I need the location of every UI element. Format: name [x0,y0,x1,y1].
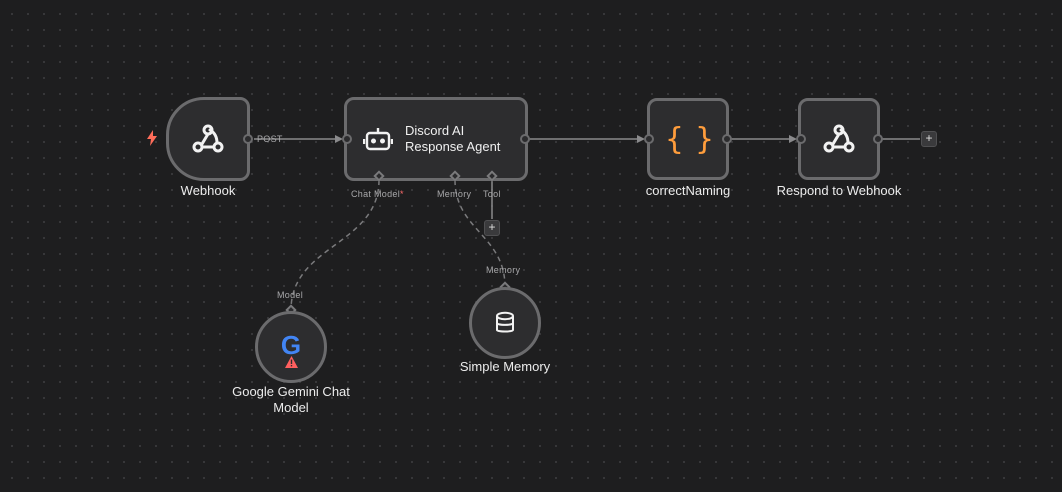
webhook-output-label: POST [257,134,283,144]
code-braces-icon: { } [665,121,713,157]
agent-title-line1: Discord AI [405,123,465,138]
correct-naming-output-port[interactable] [722,134,732,144]
agent-output-port[interactable] [520,134,530,144]
agent-chat-model-label: Chat Model* [351,189,404,199]
robot-icon [363,126,393,152]
webhook-icon [822,122,856,156]
correct-naming-node[interactable]: { } [647,98,729,180]
gemini-label: Google Gemini Chat Model [232,384,350,415]
respond-to-webhook-node[interactable] [798,98,880,180]
add-node-button[interactable]: + [921,131,937,147]
add-tool-button[interactable]: + [484,220,500,236]
respond-label: Respond to Webhook [776,183,902,198]
agent-title-line2: Response Agent [405,139,501,154]
edge-gemini-chatmodel [290,179,380,311]
respond-output-port[interactable] [873,134,883,144]
simple-memory-node[interactable] [469,287,541,359]
agent-tool-label: Tool [483,189,501,199]
correct-naming-label: correctNaming [645,183,731,198]
gemini-model-input-label: Model [277,290,304,300]
webhook-node[interactable] [166,97,250,181]
agent-title: Discord AI Response Agent [405,123,500,155]
google-gemini-chat-model-node[interactable]: G [255,311,327,383]
respond-input-port[interactable] [796,134,806,144]
correct-naming-input-port[interactable] [644,134,654,144]
agent-memory-label: Memory [437,189,472,199]
discord-ai-agent-node[interactable]: Discord AI Response Agent [344,97,528,181]
trigger-bolt-icon [146,130,158,146]
webhook-icon [191,122,225,156]
google-g-icon: G [280,330,302,360]
agent-input-port[interactable] [342,134,352,144]
warning-icon [284,356,298,368]
webhook-output-port[interactable] [243,134,253,144]
memory-input-label: Memory [486,265,521,275]
memory-label: Simple Memory [459,359,551,374]
database-icon [494,311,516,335]
webhook-label: Webhook [180,183,236,198]
